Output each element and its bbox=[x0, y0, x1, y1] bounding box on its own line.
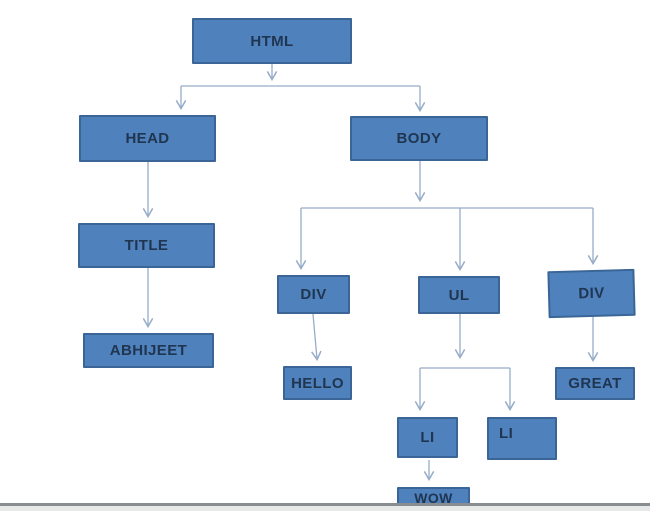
bottom-edge-strip bbox=[0, 506, 650, 511]
node-ul-label: UL bbox=[448, 286, 470, 304]
node-li-right-label: LI bbox=[499, 425, 514, 442]
node-html: HTML bbox=[192, 18, 352, 64]
node-title: TITLE bbox=[78, 223, 215, 268]
bottom-edge-line bbox=[0, 503, 650, 506]
node-hello: HELLO bbox=[283, 366, 352, 400]
node-wow-label: WOW bbox=[414, 490, 453, 506]
node-div-left-label: DIV bbox=[300, 286, 327, 303]
node-great-label: GREAT bbox=[568, 375, 622, 392]
node-hello-label: HELLO bbox=[291, 374, 344, 392]
node-li-right: LI bbox=[487, 417, 557, 460]
node-great: GREAT bbox=[555, 367, 635, 400]
node-abhijeet-label: ABHIJEET bbox=[109, 342, 188, 359]
edge-div-hello bbox=[311, 313, 322, 362]
node-div-right-label: DIV bbox=[578, 284, 605, 303]
node-head: HEAD bbox=[79, 115, 216, 162]
node-head-label: HEAD bbox=[125, 130, 170, 147]
node-li-left-label: LI bbox=[420, 429, 435, 446]
node-title-label: TITLE bbox=[124, 237, 169, 254]
node-body-label: BODY bbox=[396, 130, 442, 147]
node-ul: UL bbox=[418, 276, 500, 314]
node-div-right: DIV bbox=[547, 268, 636, 319]
node-li-left: LI bbox=[397, 417, 458, 458]
node-div-left: DIV bbox=[277, 275, 350, 314]
node-abhijeet: ABHIJEET bbox=[83, 333, 214, 368]
node-html-label: HTML bbox=[250, 32, 294, 50]
node-body: BODY bbox=[350, 116, 488, 161]
